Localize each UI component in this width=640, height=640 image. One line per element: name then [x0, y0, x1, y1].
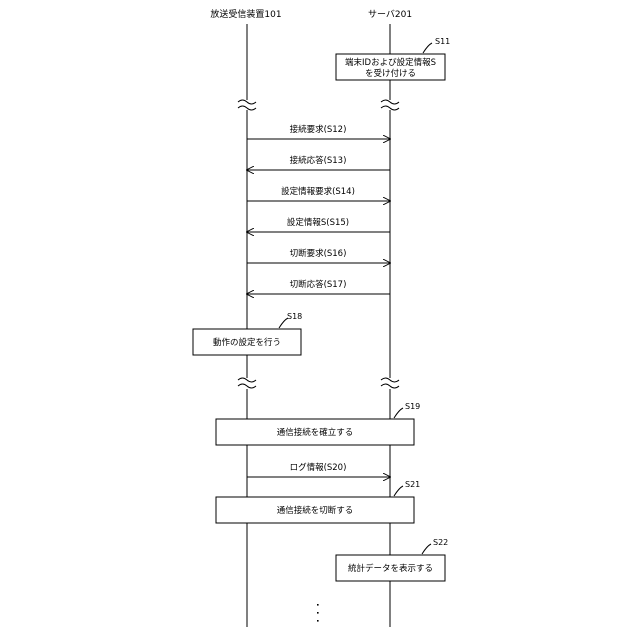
box-text: 通信接続を確立する [277, 427, 354, 438]
message-label: 切断応答(S17) [290, 279, 347, 290]
message-s17: 切断応答(S17) [247, 279, 390, 294]
box-text: 動作の設定を行う [213, 337, 281, 348]
break-mark [238, 100, 256, 110]
message-s20: ログ情報(S20) [247, 462, 390, 477]
lifeline-label-server: サーバ201 [368, 9, 412, 20]
step-label: S18 [287, 312, 302, 321]
step-label: S11 [435, 37, 450, 46]
box-text: を受け付ける [365, 68, 416, 79]
step-label: S19 [405, 402, 420, 411]
message-label: 切断要求(S16) [290, 248, 347, 259]
message-s14: 設定情報要求(S14) [247, 186, 390, 201]
break-mark [381, 100, 399, 110]
message-s16: 切断要求(S16) [247, 248, 390, 263]
step-label: S22 [433, 538, 448, 547]
message-label: 接続応答(S13) [290, 155, 347, 166]
break-mark [238, 378, 256, 388]
message-label: 接続要求(S12) [290, 124, 347, 135]
message-s15: 設定情報S(S15) [247, 217, 390, 232]
message-label: ログ情報(S20) [290, 462, 347, 473]
continuation-dots [317, 604, 319, 622]
box-text: 端末IDおよび設定情報S [345, 57, 436, 68]
process-box-s11: 端末IDおよび設定情報S を受け付ける S11 [336, 37, 450, 80]
box-text: 統計データを表示する [348, 563, 433, 574]
message-s13: 接続応答(S13) [247, 155, 390, 170]
process-box-s18: 動作の設定を行う S18 [193, 312, 302, 355]
message-label: 設定情報S(S15) [287, 217, 349, 228]
message-s12: 接続要求(S12) [247, 124, 390, 139]
process-box-s22: 統計データを表示する S22 [336, 538, 448, 581]
message-label: 設定情報要求(S14) [281, 186, 355, 197]
box-text: 通信接続を切断する [277, 505, 354, 516]
break-mark [381, 378, 399, 388]
step-label: S21 [405, 480, 420, 489]
lifeline-label-device: 放送受信装置101 [210, 8, 281, 20]
